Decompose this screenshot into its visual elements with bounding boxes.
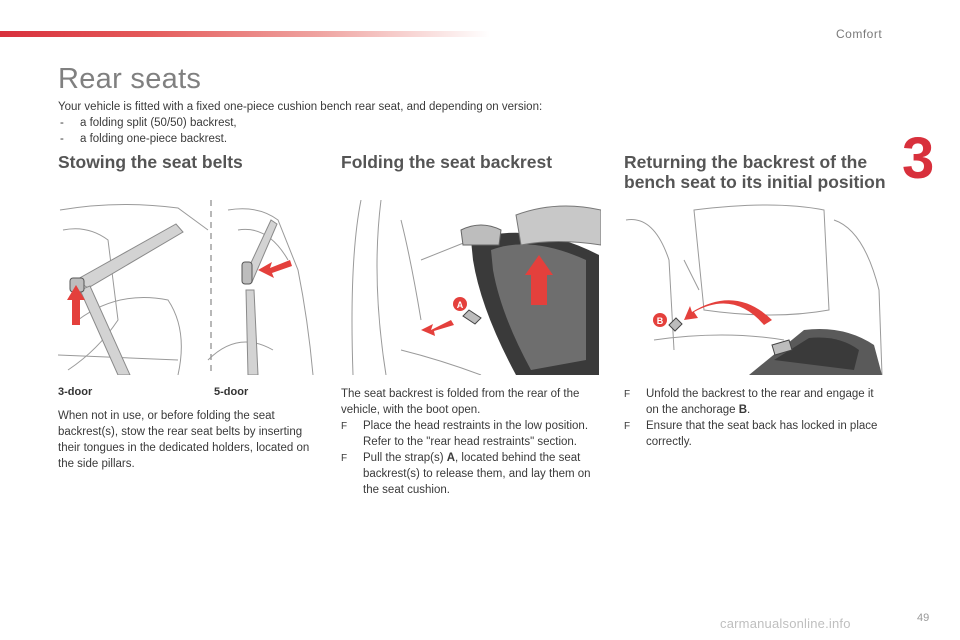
intro-item-split: a folding split (50/50) backrest, bbox=[80, 117, 237, 129]
intro-item-one-piece: a folding one-piece backrest. bbox=[80, 133, 228, 145]
intro-list-item: - a folding split (50/50) backrest, bbox=[58, 115, 542, 131]
folding-step-2: F Pull the strap(s) A, located behind th… bbox=[341, 450, 603, 498]
heading-returning-backrest: Returning the backrest of the bench seat… bbox=[624, 152, 894, 192]
arrow-bullet-icon: F bbox=[341, 453, 348, 464]
folding-instructions: The seat backrest is folded from the rea… bbox=[341, 386, 603, 498]
arrow-bullet-icon: F bbox=[624, 389, 631, 400]
return-step1-a: Unfold the backrest to the rear and enga… bbox=[646, 388, 874, 416]
folding-step-2-text: Pull the strap(s) A, located behind the … bbox=[363, 450, 603, 498]
seat-belt-illustration bbox=[58, 200, 318, 375]
returning-step-1-text: Unfold the backrest to the rear and enga… bbox=[646, 386, 886, 418]
heading-stowing-seat-belts: Stowing the seat belts bbox=[58, 152, 243, 172]
step2-text-a: Pull the strap(s) bbox=[363, 452, 447, 464]
returning-backrest-illustration: B bbox=[624, 200, 884, 375]
step1-text: Place the head restraints in the low pos… bbox=[363, 420, 589, 432]
intro-paragraph: Your vehicle is fitted with a fixed one-… bbox=[58, 99, 542, 147]
label-3-door: 3-door bbox=[58, 386, 93, 398]
folding-intro: The seat backrest is folded from the rea… bbox=[341, 388, 580, 416]
returning-step-2: F Ensure that the seat back has locked i… bbox=[624, 418, 886, 450]
step2-ref-a: A bbox=[446, 452, 456, 464]
heading-line-2: bench seat to its initial position bbox=[624, 172, 886, 192]
callout-b: B bbox=[657, 316, 664, 326]
heading-folding-backrest: Folding the seat backrest bbox=[341, 152, 553, 172]
page-title: Rear seats bbox=[58, 63, 202, 95]
header-accent-bar bbox=[0, 31, 490, 37]
arrow-bullet-icon: F bbox=[341, 421, 348, 432]
returning-instructions: F Unfold the backrest to the rear and en… bbox=[624, 386, 886, 450]
heading-line-1: Returning the backrest of the bbox=[624, 152, 868, 172]
intro-list-item: - a folding one-piece backrest. bbox=[58, 131, 542, 147]
section-title: Comfort bbox=[836, 27, 883, 41]
stowing-text: When not in use, or before folding the s… bbox=[58, 410, 310, 470]
folding-backrest-illustration: A bbox=[341, 200, 601, 375]
return-step1-ref: B bbox=[738, 404, 748, 416]
returning-step-1: F Unfold the backrest to the rear and en… bbox=[624, 386, 886, 418]
chapter-number: 3 bbox=[902, 126, 935, 191]
step2-text-b: , located behind the seat backrest(s) to… bbox=[363, 452, 591, 496]
dash: - bbox=[60, 133, 64, 145]
intro-text: Your vehicle is fitted with a fixed one-… bbox=[58, 101, 543, 113]
label-5-door: 5-door bbox=[214, 386, 249, 398]
return-step2-text: Ensure that the seat back has locked in … bbox=[646, 420, 878, 448]
dash: - bbox=[60, 117, 64, 129]
callout-a: A bbox=[457, 300, 464, 310]
folding-step-1: F Place the head restraints in the low p… bbox=[341, 418, 603, 450]
watermark: carmanualsonline.info bbox=[720, 616, 851, 631]
arrow-bullet-icon: F bbox=[624, 421, 631, 432]
folding-step-1-text: Place the head restraints in the low pos… bbox=[363, 418, 588, 450]
return-step1-b: . bbox=[747, 404, 751, 416]
page-number: 49 bbox=[917, 612, 930, 624]
step1-note: Refer to the "rear head restraints" sect… bbox=[363, 436, 577, 448]
